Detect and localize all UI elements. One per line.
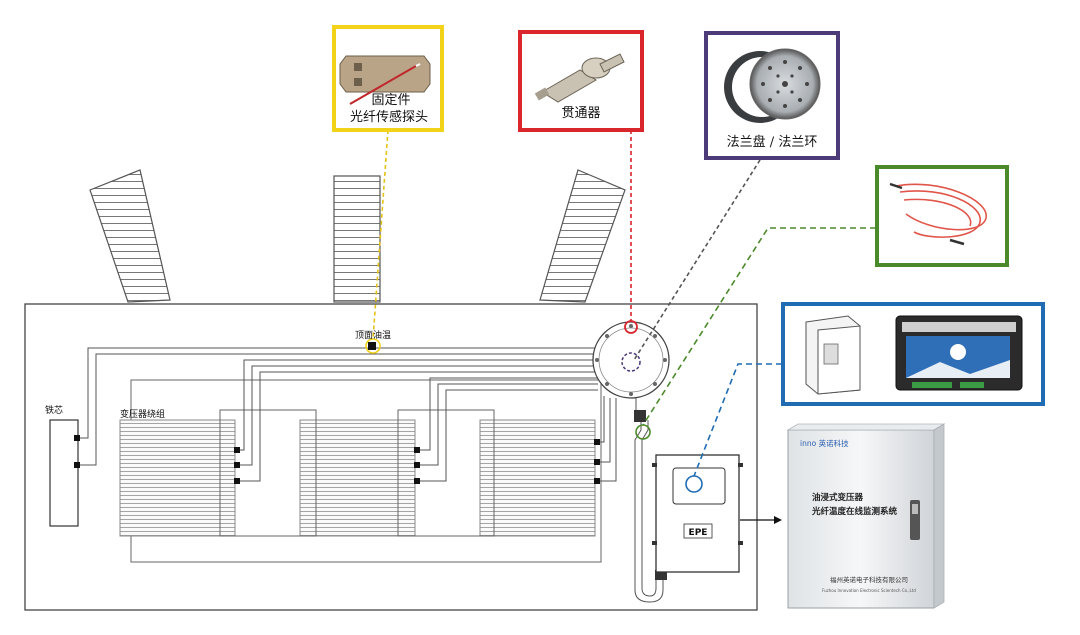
monitoring-cabinet — [786, 423, 946, 609]
callout-flange-label: 法兰盘 / 法兰环 — [727, 134, 818, 150]
fiber-routing — [78, 347, 617, 482]
cabinet-company-cn: 福州英诺电子科技有限公司 — [830, 575, 908, 584]
cabinet-title-2: 光纤温度在线监测系统 — [811, 506, 898, 517]
fiber-cable-icon — [889, 182, 987, 246]
leader-device — [693, 363, 782, 477]
top-oil-label: 顶面油温 — [355, 329, 391, 341]
winding-3 — [479, 419, 596, 537]
cabinet-title-1: 油浸式变压器 — [812, 492, 864, 503]
feedthrough-icon — [534, 53, 625, 103]
top-oil-marker — [365, 338, 381, 354]
conduit-fitting — [634, 410, 646, 422]
junction-box — [652, 454, 743, 573]
flange-icon — [724, 48, 821, 123]
junction-box-plate: EPE — [689, 528, 708, 538]
leader-flange — [633, 159, 761, 361]
bushing-left — [89, 169, 171, 303]
winding-1 — [119, 419, 236, 537]
winding-2 — [299, 419, 416, 537]
callout-feedthrough-label: 贯通器 — [561, 106, 600, 121]
callout-fixture-line1: 固定件 — [371, 93, 410, 108]
tank-flange — [592, 321, 670, 399]
top-oil-probe — [368, 342, 376, 350]
bushing-center — [333, 175, 381, 303]
iron-core-label: 铁芯 — [45, 404, 63, 416]
core-window-1 — [219, 409, 317, 537]
bushing-right — [539, 169, 626, 303]
monitoring-device-icon — [895, 315, 1023, 391]
cabinet-company-en: Fuzhou Innovation Electronic Scientech C… — [822, 588, 916, 593]
callout-fixture-line2: 光纤传感探头 — [350, 109, 428, 125]
fixture-probe-icon — [339, 55, 431, 105]
iron-core — [49, 419, 79, 527]
leader-fiber — [642, 227, 876, 426]
cabinet-brand: inno 英诺科技 — [800, 438, 849, 448]
junction-box-enclosure-icon — [805, 315, 861, 395]
conduit-bottom-fitting — [655, 570, 667, 580]
winding-label: 变压器绕组 — [120, 408, 165, 420]
callout-fiber-box — [875, 165, 1009, 267]
probe-connectors — [74, 435, 600, 484]
